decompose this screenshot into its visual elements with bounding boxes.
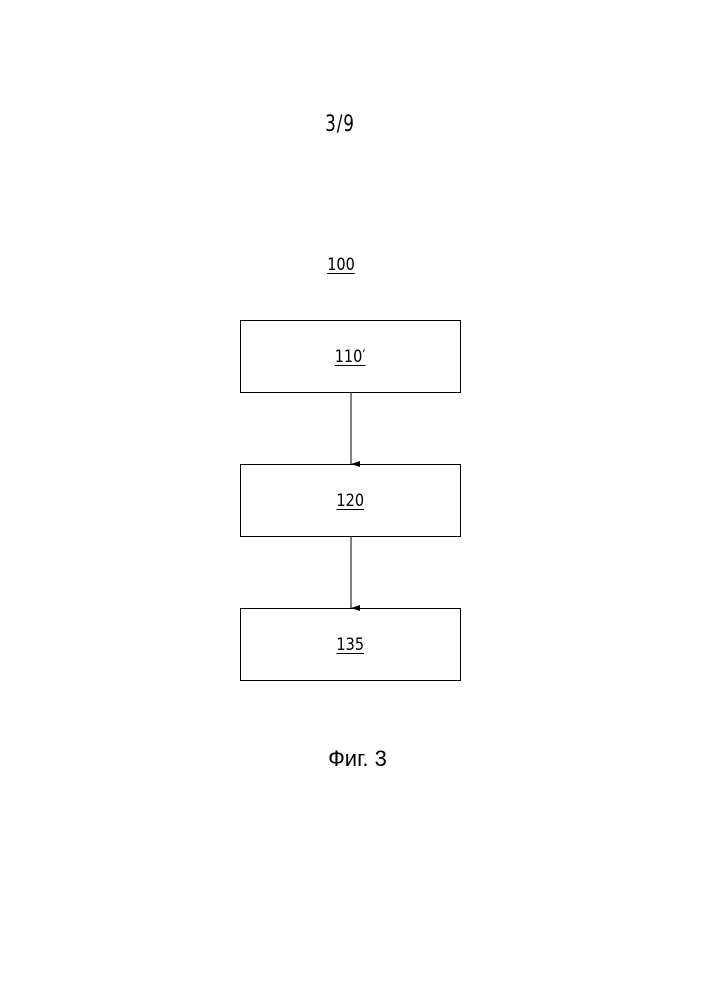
flow-block-3-label: 135 [337,635,365,655]
flow-block-3: 135 [240,608,461,681]
flow-block-2: 120 [240,464,461,537]
figure-reference-label: 100 [299,255,384,275]
flow-block-1: 110′ [240,320,461,393]
flow-block-2-label: 120 [337,491,365,511]
flow-block-1-label: 110′ [335,347,366,367]
figure-caption: Фиг. 3 [290,746,425,772]
page-number: 3/9 [298,112,383,137]
